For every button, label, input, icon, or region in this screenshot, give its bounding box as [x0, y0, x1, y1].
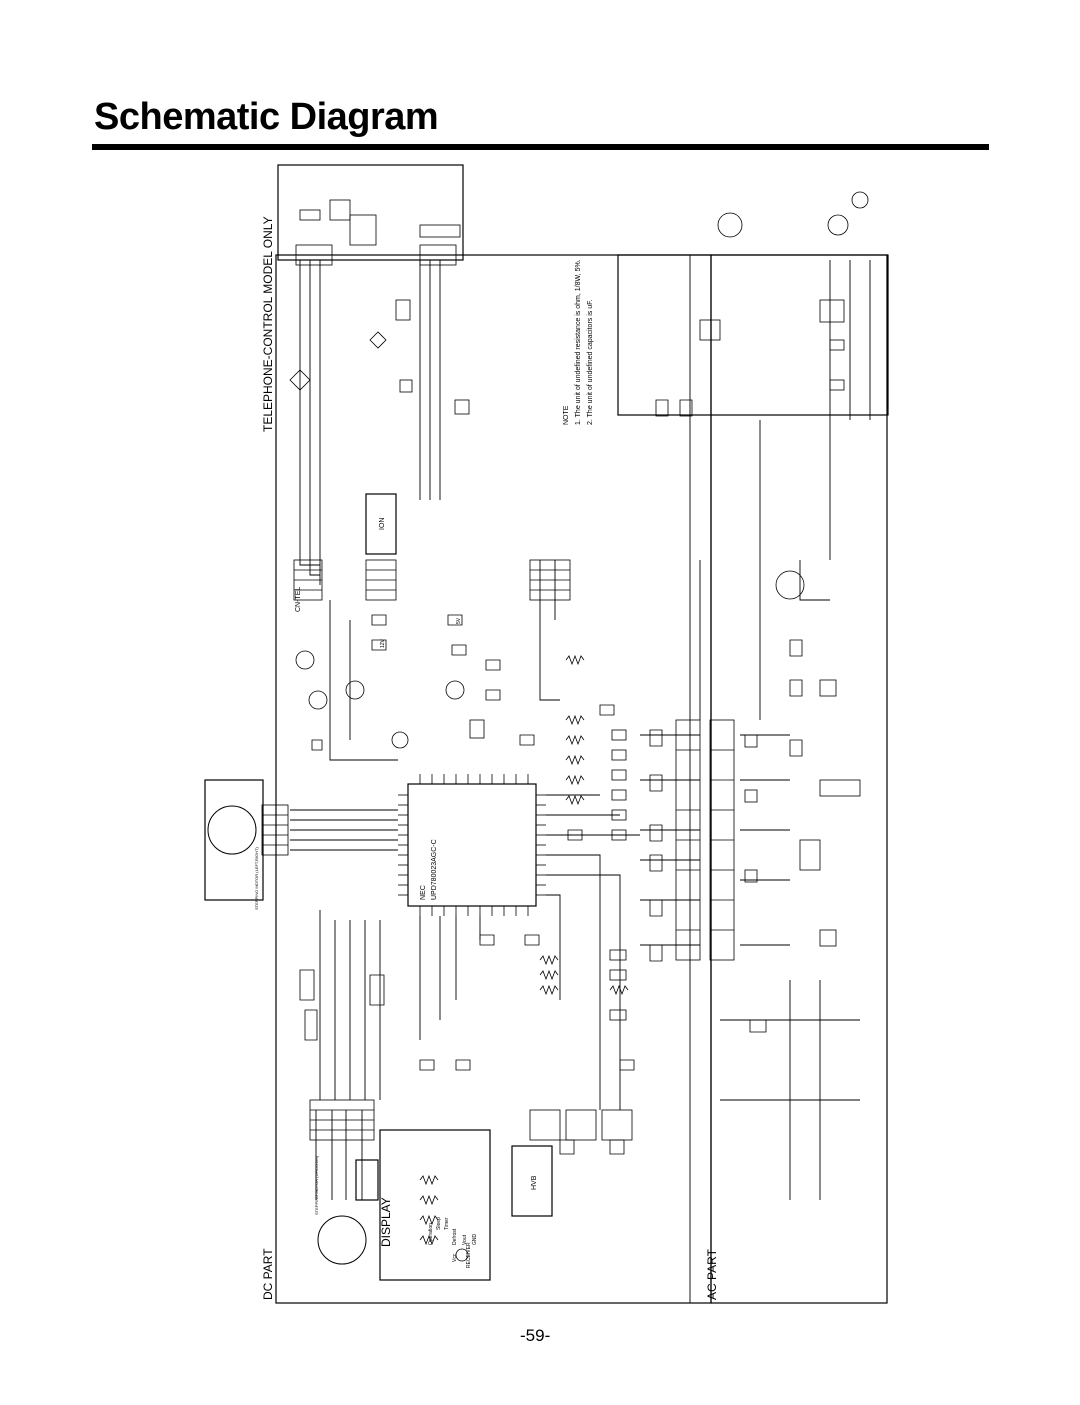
mcu-part-label: UPD780023AGC-C	[431, 839, 438, 900]
dc-part-label: DC PART	[261, 1248, 275, 1300]
mcu-brand-label: NEC	[420, 885, 427, 900]
mcu-chip	[407, 783, 537, 907]
ac-part-frame	[710, 254, 888, 1304]
receiver-box	[355, 1159, 379, 1201]
five-v-tag: 5V	[456, 617, 462, 624]
hvb-module	[511, 1145, 553, 1217]
passive-components	[289, 191, 869, 1246]
note-heading: NOTE	[563, 405, 570, 425]
net-tags	[299, 399, 803, 1262]
page-title: Schematic Diagram	[94, 96, 439, 138]
ac-top-frame	[617, 254, 889, 416]
dc-part-frame	[275, 254, 712, 1304]
ion-label: ION	[379, 518, 386, 530]
display-item-defrost: Defrost	[452, 1228, 458, 1245]
vout-label: Vout	[462, 1234, 468, 1245]
note-line-2: 2. The unit of undefined capacitors is u…	[587, 299, 594, 425]
display-frame	[379, 1129, 491, 1281]
cn-tel-label: CN-TEL	[295, 587, 302, 612]
vcc-label: Vcc	[452, 1253, 458, 1262]
stepping-motor-updown-label: STEPPING MOTOR (UP/DOWN)	[314, 1155, 319, 1215]
display-item-timer: Timer	[444, 1217, 450, 1230]
telephone-section-label: TELEPHONE-CONTROL MODEL ONLY	[261, 216, 275, 432]
display-item-operation: Operation	[428, 1223, 434, 1245]
ion-module	[365, 493, 397, 555]
stepping-motor-right-label: STEPPING MOTOR (LEFT,RIGHT)	[254, 847, 259, 910]
gnd-label: GND	[472, 1234, 478, 1246]
display-item-sleep: Sleep	[436, 1217, 442, 1230]
mcu-pins	[398, 774, 546, 916]
ac-part-label: AC PART	[705, 1248, 719, 1300]
display-label: DISPLAY	[379, 1197, 393, 1247]
hvb-label: HVB	[531, 1175, 538, 1190]
title-rule	[92, 144, 989, 150]
telephone-frame	[277, 164, 464, 261]
twelve-v-tag: 12V	[380, 638, 386, 648]
motor-coils	[207, 805, 367, 1265]
receiver-label: RECEIVER	[466, 1242, 472, 1268]
note-line-1: 1. The unit of undefined resistance is o…	[575, 259, 582, 425]
stepping-motor-box	[204, 779, 264, 901]
page-number: -59-	[520, 1326, 551, 1345]
connectors	[261, 244, 735, 1141]
